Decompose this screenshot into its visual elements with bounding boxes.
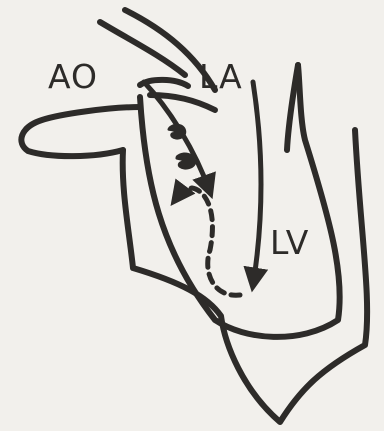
- left-atrium-label: LA: [199, 60, 243, 93]
- aorta-label: AO: [48, 60, 98, 93]
- flow-arrow-la-to-lv: [253, 82, 261, 285]
- left-ventricle-label: LV: [270, 226, 309, 259]
- septum-wall: [287, 65, 298, 150]
- la-vessel-curve-1: [100, 22, 185, 75]
- swirl-mark-upper: [167, 124, 186, 140]
- heart-outer-wall: [123, 80, 367, 422]
